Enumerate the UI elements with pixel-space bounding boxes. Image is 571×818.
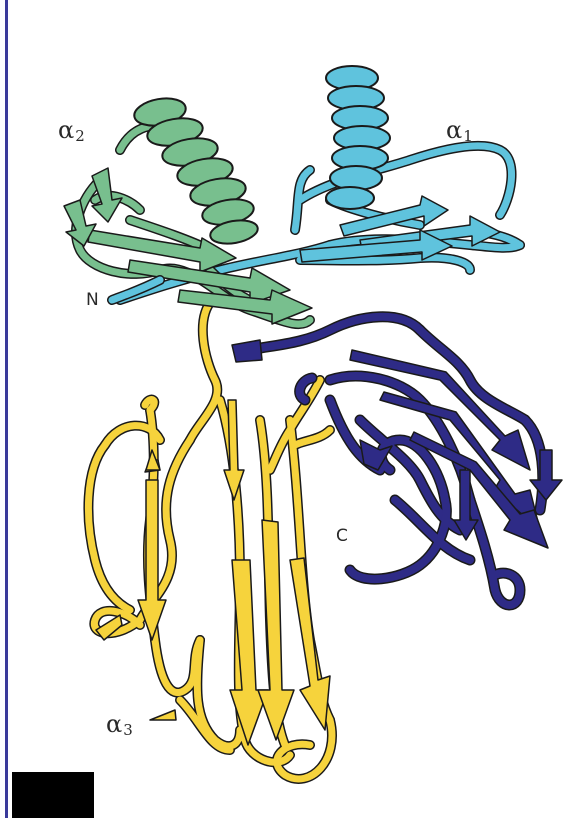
alpha2-symbol: α: [58, 116, 74, 144]
alpha3-subscript: 3: [123, 721, 133, 739]
alpha2-label: α2: [58, 118, 85, 144]
alpha2-subscript: 2: [75, 127, 85, 145]
alpha3-label: α3: [106, 712, 133, 738]
alpha1-beta-strands: [300, 196, 500, 262]
alpha2-domain: [64, 95, 312, 324]
alpha1-symbol: α: [446, 116, 462, 144]
black-corner-block: [12, 772, 94, 818]
c-terminus-label: C: [336, 528, 348, 545]
alpha1-subscript: 1: [463, 127, 473, 145]
alpha3-symbol: α: [106, 710, 122, 738]
n-terminus-label: N: [86, 292, 99, 309]
alpha1-label: α1: [446, 118, 473, 144]
beta2m-domain: [232, 317, 562, 605]
alpha2-beta-strands: [64, 168, 312, 324]
alpha3-domain: [88, 300, 332, 779]
